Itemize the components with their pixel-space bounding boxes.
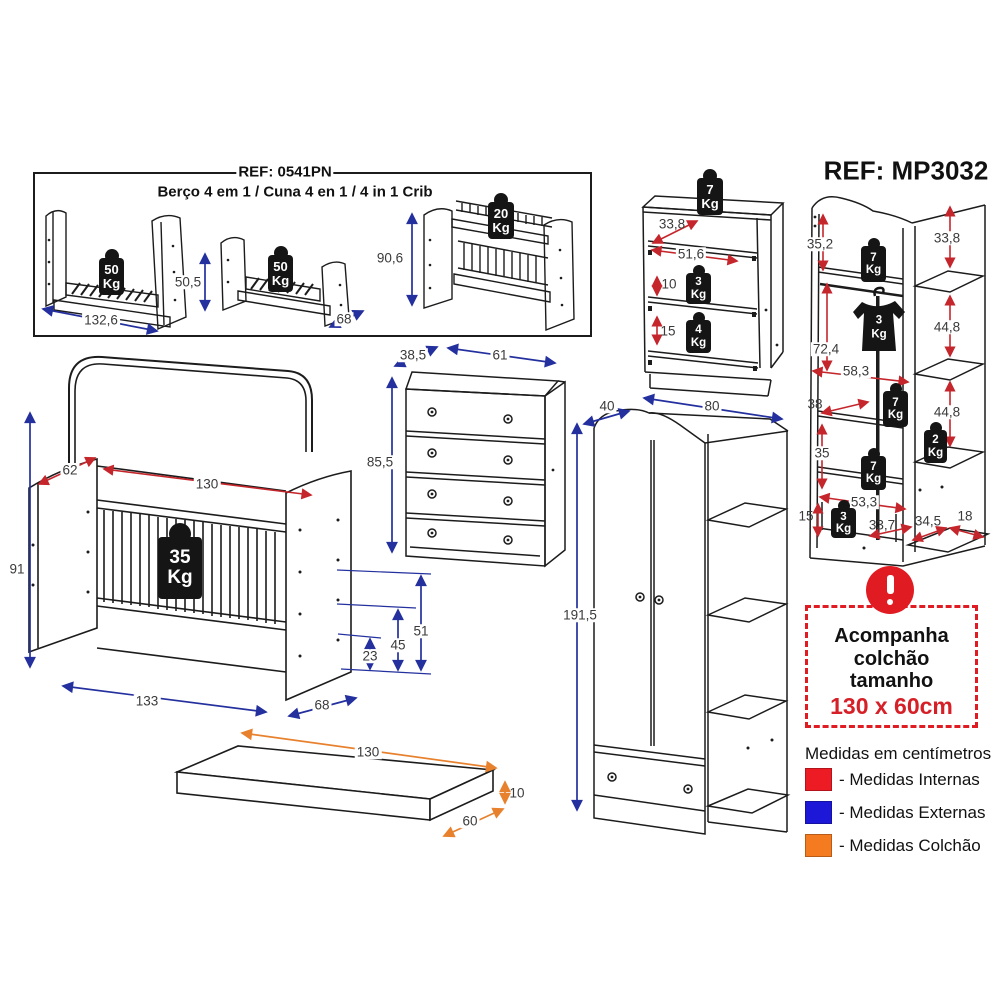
warning-line3: tamanho [849,670,934,693]
dim-mattress-length: 130 [354,744,382,760]
dim-bed-width: 132,6 [82,312,120,328]
dim-mattress-thickness: 10 [509,785,525,801]
exclamation-icon [866,566,914,614]
dim-wi-mid-gap: 35 [812,445,832,461]
dim-smdresser-drawer-depth: 33,8 [658,216,686,232]
warning-line1: Acompanha [834,625,949,648]
legend-swatch-external [805,801,832,824]
dim-wi-top-gap: 35,2 [804,236,836,252]
dim-wi-drawer-inner: 33,7 [868,517,896,533]
dresser-drawing [404,371,566,568]
legend-swatch-internal [805,768,832,791]
dim-crib-outer-width: 133 [133,693,161,709]
dim-wardrobe-height: 191,5 [561,607,599,623]
dim-wi-drawer-width: 53,3 [848,494,880,510]
dim-wi-side-shelf-depth: 18 [957,508,973,524]
warning-line2: colchão [853,647,930,670]
legend-title: Medidas em centímetros [805,744,992,763]
dim-wi-side-bottom: 34,5 [914,513,942,529]
dim-dresser-height: 85,5 [364,454,396,470]
dim-junior-depth: 68 [334,311,354,327]
legend-item-internal: - Medidas Internas [805,768,980,791]
dim-wi-side-top: 33,8 [931,230,963,246]
mattress-drawing [173,745,497,822]
legend-item-mattress: - Medidas Colchão [805,834,981,857]
dim-crib-level3: 51 [411,623,431,639]
dim-wi-side-mid: 44,8 [931,319,963,335]
dim-smdresser-drawer-large: 15 [660,323,676,339]
dim-junior-height: 50,5 [172,274,204,290]
dim-mattress-width: 60 [460,813,480,829]
dim-dresser-depth: 38,5 [397,347,429,363]
shirt-weight-unit: Kg [871,328,887,341]
shirt-weight-number: 3 [875,314,883,327]
legend-swatch-mattress [805,834,832,857]
legend-label-internal: - Medidas Internas [839,769,980,789]
dim-crib-level2: 45 [388,637,408,653]
dim-wi-shelf-depth: 38 [807,396,823,412]
wardrobe-drawing [593,408,791,835]
dim-smdresser-drawer-small: 10 [661,276,677,292]
main-ref: REF: MP3032 [823,155,989,186]
crib-box-ref: REF: 0541PN [236,163,334,181]
legend-label-external: - Medidas Externas [839,802,986,822]
mattress-included-warning: Acompanha colchão tamanho 130 x 60cm [805,605,978,728]
dim-crib-level1: 23 [360,648,380,664]
dim-wi-inner-width: 58,3 [840,363,872,379]
warning-mattress-size: 130 x 60cm [830,692,953,719]
dim-crib-inner-width: 130 [193,476,221,492]
dim-wi-drawer-height: 15 [798,508,814,524]
crib-box-title: Berço 4 em 1 / Cuna 4 en 1 / 4 in 1 Crib [157,183,433,201]
dim-changer-height: 90,6 [374,250,406,266]
dim-crib-height: 91 [7,561,27,577]
dim-crib-inner-depth: 62 [60,462,80,478]
legend-label-mattress: - Medidas Colchão [839,835,981,855]
dim-wi-side-low: 44,8 [931,404,963,420]
small-dresser-drawing [641,195,785,397]
dim-smdresser-inner-width: 51,6 [675,246,707,262]
dim-dresser-width: 61 [490,347,510,363]
dim-wardrobe-width: 80 [702,398,722,414]
dim-wi-hang-height: 72,4 [810,341,842,357]
dim-wardrobe-depth: 40 [597,398,617,414]
dim-crib-outer-depth: 68 [312,697,332,713]
legend-item-external: - Medidas Externas [805,801,985,824]
